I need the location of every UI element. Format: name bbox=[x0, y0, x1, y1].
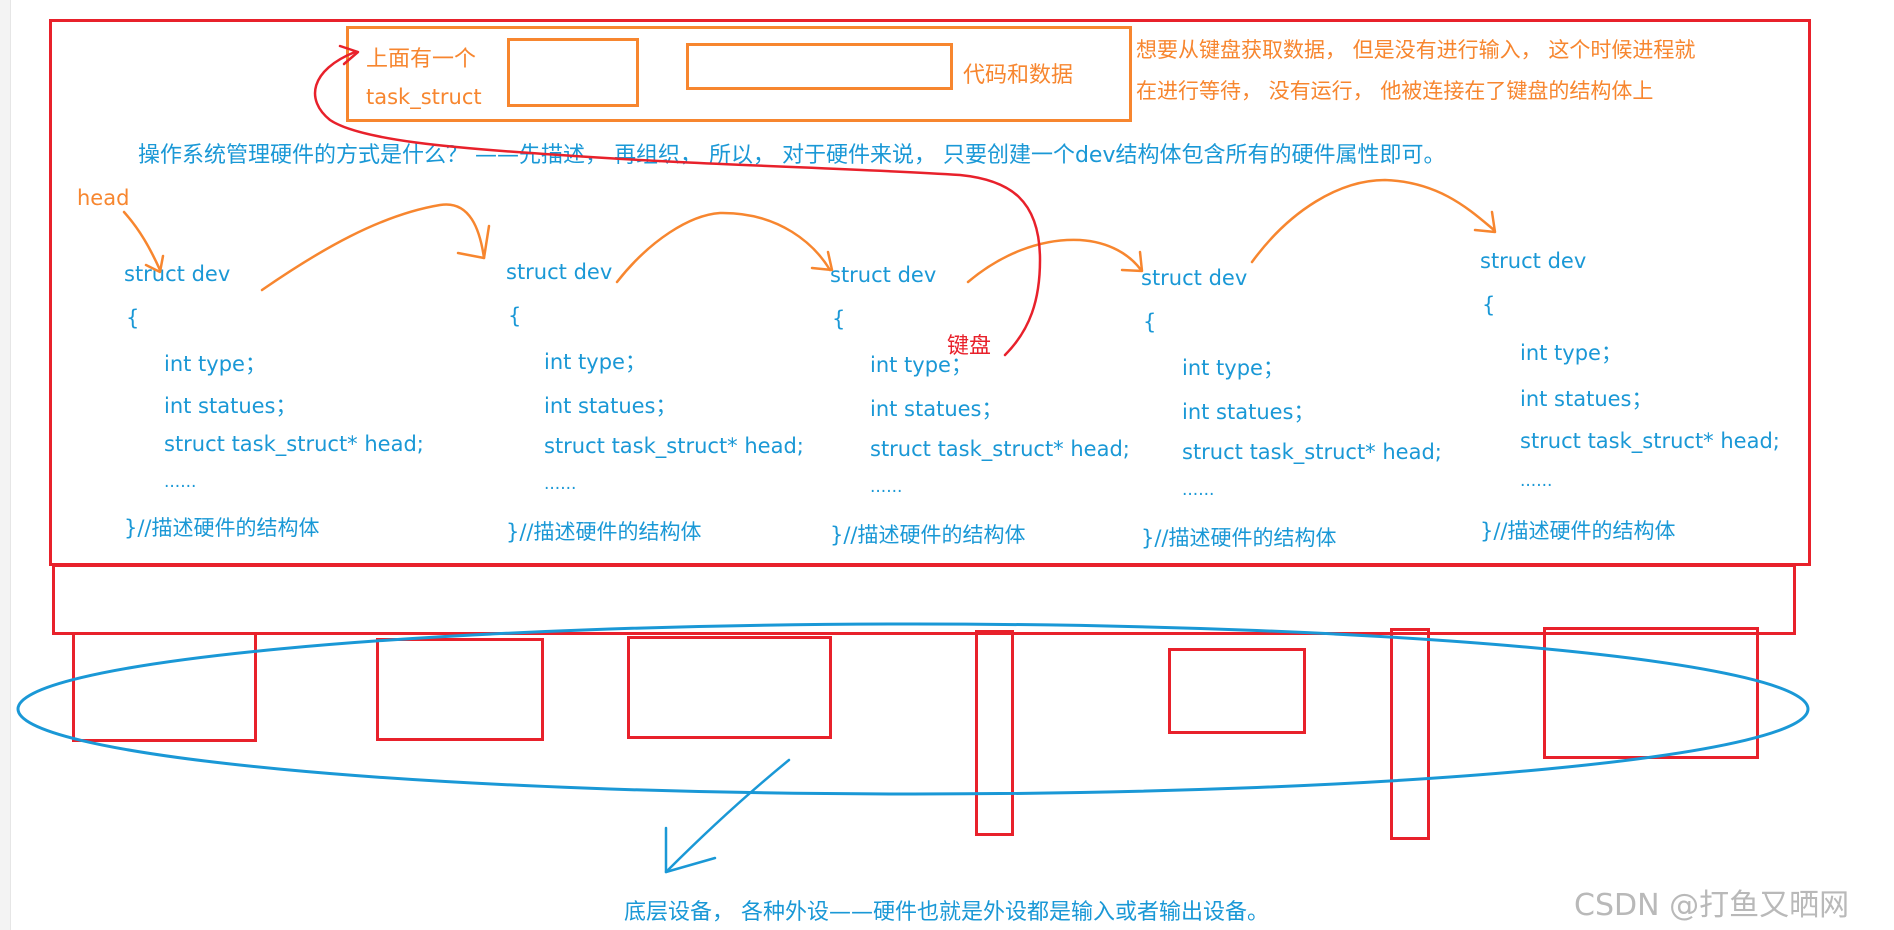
struct-block: struct dev { int type； int statues； stru… bbox=[506, 260, 806, 550]
struct-field-ellipsis: ...... bbox=[1520, 471, 1553, 491]
device-box bbox=[975, 630, 1014, 836]
struct-header: struct dev bbox=[1141, 266, 1248, 290]
struct-open-brace: { bbox=[832, 307, 846, 331]
page-left-edge bbox=[0, 0, 11, 930]
struct-field-type: int type； bbox=[544, 350, 646, 374]
caption-arrow bbox=[664, 758, 791, 874]
struct-field-statues: int statues； bbox=[870, 397, 1003, 421]
struct-block: struct dev { int type； int statues； stru… bbox=[124, 262, 424, 542]
device-box bbox=[1390, 628, 1430, 840]
note-line1: 想要从键盘获取数据， 但是没有进行输入， 这个时候进程就 bbox=[1136, 38, 1696, 62]
struct-block: struct dev { int type； int statues； stru… bbox=[1141, 266, 1451, 556]
struct-field-ellipsis: ...... bbox=[544, 474, 577, 494]
struct-field-head: struct task_struct* head; bbox=[870, 437, 1130, 461]
struct-open-brace: { bbox=[126, 306, 140, 330]
struct-field-ellipsis: ...... bbox=[1182, 480, 1215, 500]
struct-field-statues: int statues； bbox=[1520, 387, 1653, 411]
os-question-text: 操作系统管理硬件的方式是什么？ ——先描述， 再组织， 所以， 对于硬件来说， … bbox=[138, 143, 1446, 168]
struct-header: struct dev bbox=[124, 262, 231, 286]
struct-field-ellipsis: ...... bbox=[870, 477, 903, 497]
struct-field-type: int type； bbox=[164, 352, 266, 376]
struct-field-statues: int statues； bbox=[164, 394, 297, 418]
struct-field-statues: int statues； bbox=[1182, 400, 1315, 424]
struct-open-brace: { bbox=[1482, 293, 1496, 317]
code-data-label: 代码和数据 bbox=[963, 63, 1074, 88]
struct-header: struct dev bbox=[1480, 249, 1587, 273]
device-box bbox=[1543, 627, 1759, 759]
note-line2: 在进行等待， 没有运行， 他被连接在了键盘的结构体上 bbox=[1136, 79, 1654, 103]
struct-close-comment: }//描述硬件的结构体 bbox=[1141, 526, 1337, 550]
device-box bbox=[1168, 648, 1306, 734]
struct-open-brace: { bbox=[1143, 310, 1157, 334]
struct-field-type: int type； bbox=[1520, 341, 1622, 365]
device-box bbox=[376, 638, 544, 741]
struct-close-comment: }//描述硬件的结构体 bbox=[1480, 519, 1676, 543]
struct-field-head: struct task_struct* head; bbox=[544, 434, 804, 458]
struct-field-ellipsis: ...... bbox=[164, 472, 197, 492]
caption-arrow-tip bbox=[664, 826, 717, 874]
struct-block: struct dev { int type； int statues； stru… bbox=[1480, 249, 1790, 549]
head-label: head bbox=[77, 186, 130, 210]
device-box bbox=[627, 636, 832, 739]
csdn-watermark: CSDN @打鱼又晒网 bbox=[1574, 888, 1850, 923]
struct-field-head: struct task_struct* head; bbox=[1520, 429, 1780, 453]
struct-header: struct dev bbox=[830, 263, 937, 287]
task-label-line1: 上面有一个 bbox=[366, 47, 477, 72]
struct-open-brace: { bbox=[508, 304, 522, 328]
bottom-caption: 底层设备， 各种外设——硬件也就是外设都是输入或者输出设备。 bbox=[624, 900, 1269, 925]
code-data-box bbox=[686, 43, 953, 90]
struct-field-type: int type； bbox=[1182, 356, 1284, 380]
task-label-line2: task_struct bbox=[366, 85, 482, 109]
struct-field-statues: int statues； bbox=[544, 394, 677, 418]
struct-close-comment: }//描述硬件的结构体 bbox=[506, 520, 702, 544]
struct-header: struct dev bbox=[506, 260, 613, 284]
task-inner-box bbox=[507, 38, 639, 107]
devices-ellipse bbox=[16, 622, 1810, 796]
driver-layer-box bbox=[52, 564, 1796, 635]
struct-field-head: struct task_struct* head; bbox=[164, 432, 424, 456]
struct-close-comment: }//描述硬件的结构体 bbox=[124, 516, 320, 540]
struct-block: struct dev { int type； int statues； stru… bbox=[830, 263, 1140, 553]
struct-close-comment: }//描述硬件的结构体 bbox=[830, 523, 1026, 547]
struct-field-type: int type； bbox=[870, 353, 972, 377]
device-box bbox=[72, 632, 257, 742]
struct-field-head: struct task_struct* head; bbox=[1182, 440, 1442, 464]
